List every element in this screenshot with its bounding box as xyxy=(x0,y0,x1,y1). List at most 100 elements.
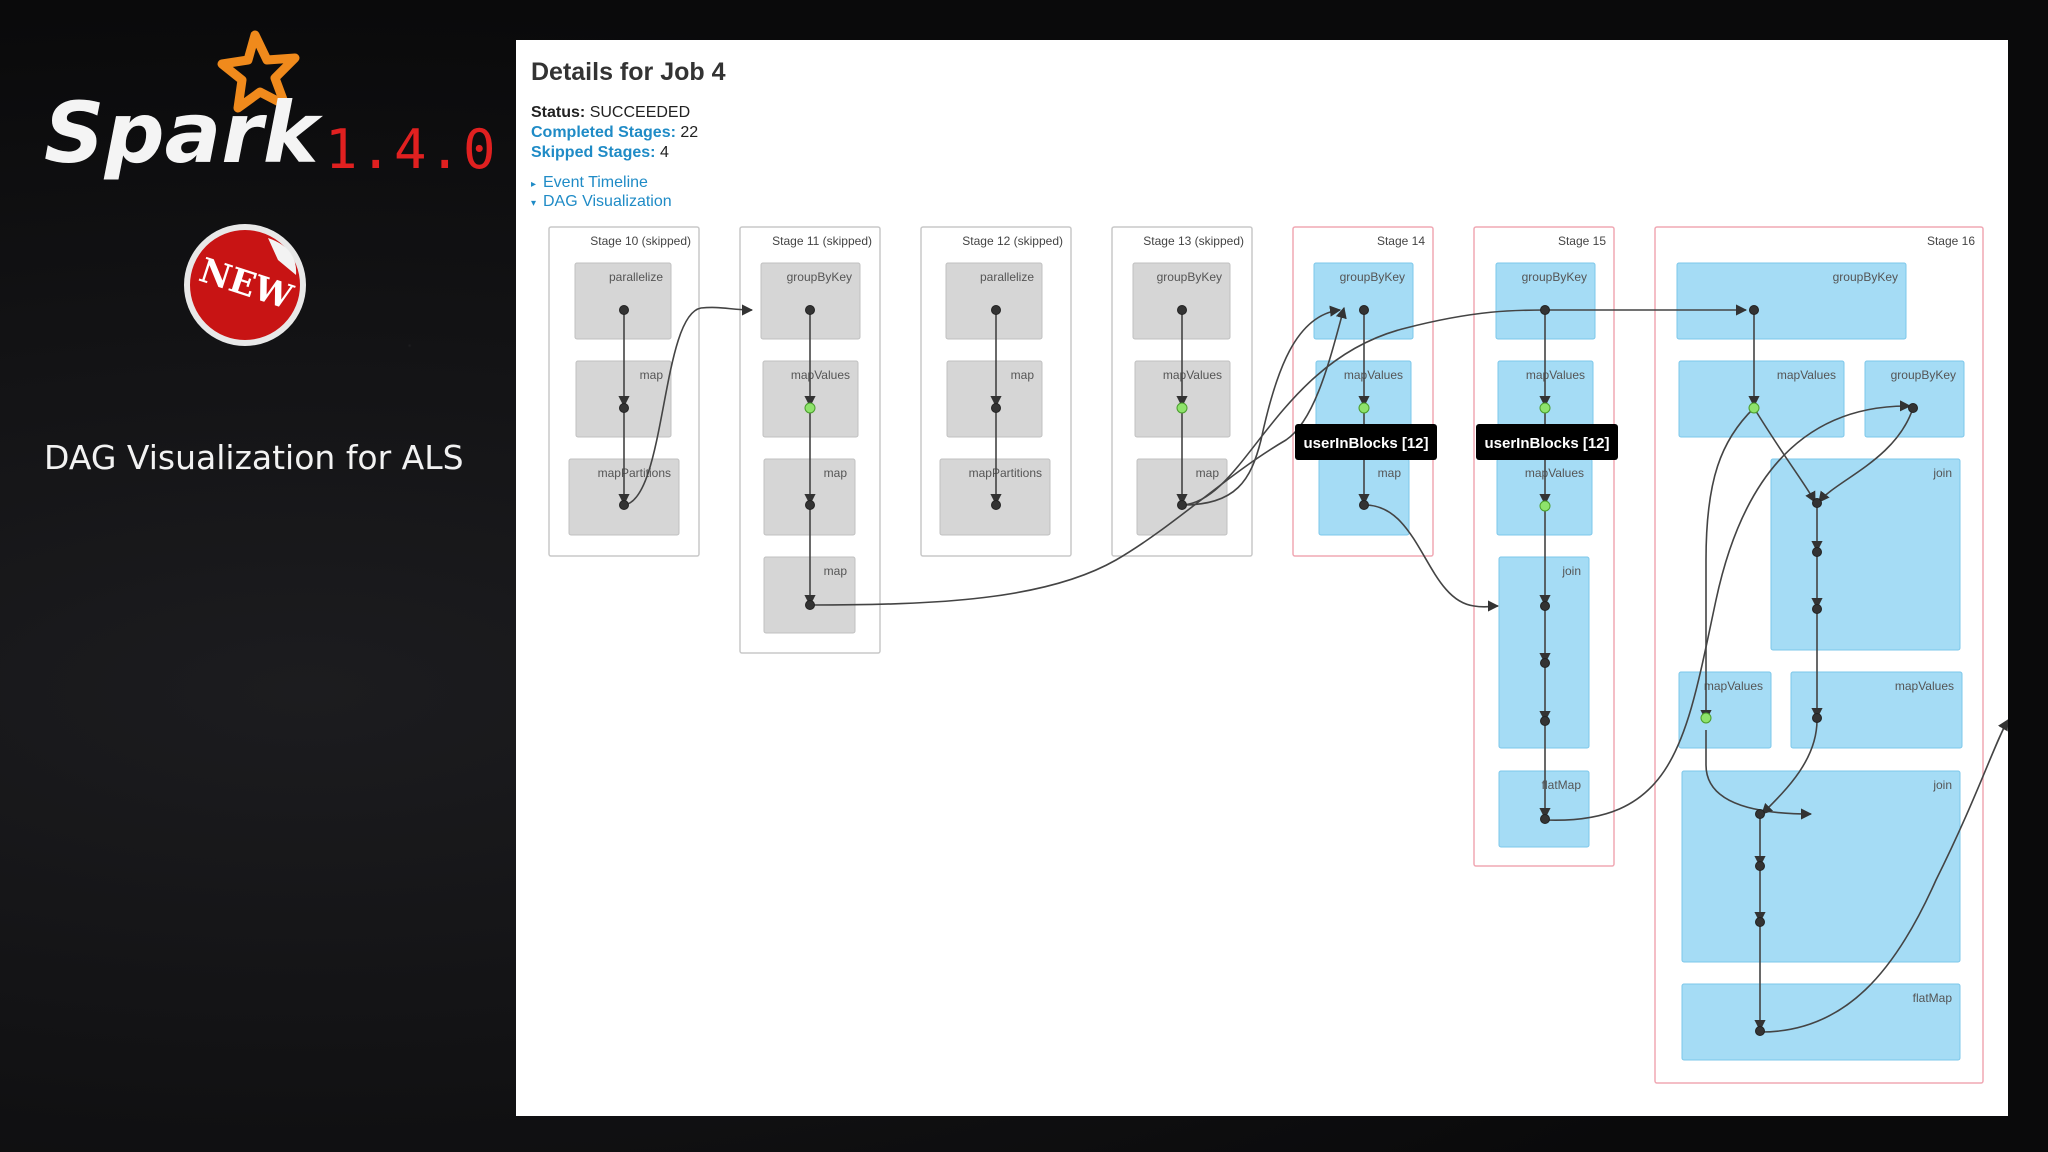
rdd-node[interactable] xyxy=(991,500,1001,510)
rdd-node[interactable] xyxy=(1540,601,1550,611)
dag-edge xyxy=(1753,407,1816,503)
op-label: map xyxy=(824,564,848,578)
stage-label: Stage 11 (skipped) xyxy=(772,234,872,248)
op-label: groupByKey xyxy=(1340,270,1405,284)
cached-rdd-node[interactable] xyxy=(1539,402,1551,414)
rdd-node[interactable] xyxy=(1908,403,1918,413)
rdd-node[interactable] xyxy=(619,403,629,413)
op-label: mapValues xyxy=(1163,368,1222,382)
op-box-mapValues[interactable]: mapValues xyxy=(1790,671,1963,749)
op-box-join[interactable]: join xyxy=(1770,458,1961,651)
skipped-stages-row: Skipped Stages: 4 xyxy=(531,144,669,162)
op-box-map[interactable]: map xyxy=(946,360,1043,438)
op-label: mapValues xyxy=(1704,679,1763,693)
rdd-node[interactable] xyxy=(805,600,815,610)
cached-rdd-node[interactable] xyxy=(804,402,816,414)
page-title: Details for Job 4 xyxy=(531,58,726,86)
op-box-groupByKey[interactable]: groupByKey xyxy=(1495,262,1596,340)
rdd-node[interactable] xyxy=(991,403,1001,413)
cached-rdd-node[interactable] xyxy=(1539,500,1551,512)
rdd-node[interactable] xyxy=(1812,547,1822,557)
rdd-node[interactable] xyxy=(1359,500,1369,510)
rdd-node[interactable] xyxy=(1177,305,1187,315)
op-label: mapValues xyxy=(1526,368,1585,382)
cached-rdd-node[interactable] xyxy=(1700,712,1712,724)
dag-edge xyxy=(1818,407,1914,503)
op-label: groupByKey xyxy=(1833,270,1898,284)
rdd-node[interactable] xyxy=(1755,861,1765,871)
rdd-tooltip-text: userInBlocks [12] xyxy=(1484,435,1609,452)
skipped-stages-value: 4 xyxy=(659,144,669,161)
dag-edge xyxy=(1761,719,1818,815)
op-box-groupByKey[interactable]: groupByKey xyxy=(1132,262,1231,340)
dag-edge xyxy=(1705,730,1813,820)
rdd-node[interactable] xyxy=(619,305,629,315)
op-box-groupByKey[interactable]: groupByKey xyxy=(1313,262,1414,340)
dag-edge xyxy=(1544,400,1912,821)
status-row: Status: SUCCEEDED xyxy=(531,104,690,122)
op-label: groupByKey xyxy=(787,270,852,284)
op-label: parallelize xyxy=(980,270,1034,284)
rdd-node[interactable] xyxy=(1812,604,1822,614)
op-box-parallelize[interactable]: parallelize xyxy=(574,262,672,340)
op-box-groupByKey[interactable]: groupByKey xyxy=(760,262,861,340)
rdd-node[interactable] xyxy=(1755,809,1765,819)
op-label: mapValues xyxy=(1895,679,1954,693)
cached-rdd-node[interactable] xyxy=(1358,402,1370,414)
stage-label: Stage 15 xyxy=(1558,234,1606,248)
op-box-flatMap[interactable]: flatMap xyxy=(1681,983,1961,1061)
triangle-right-icon: ▸ xyxy=(531,179,537,190)
rdd-node[interactable] xyxy=(1755,917,1765,927)
op-label: parallelize xyxy=(609,270,663,284)
spark-logo-text: Spark xyxy=(44,84,324,182)
op-box-mapValues[interactable]: mapValues xyxy=(1678,360,1845,438)
rdd-node[interactable] xyxy=(619,500,629,510)
rdd-node[interactable] xyxy=(1359,305,1369,315)
op-label: mapValues xyxy=(1525,466,1584,480)
event-timeline-toggle[interactable]: ▸ Event Timeline xyxy=(531,174,648,192)
rdd-node[interactable] xyxy=(1177,500,1187,510)
rdd-node[interactable] xyxy=(805,305,815,315)
cached-rdd-node[interactable] xyxy=(1748,402,1760,414)
op-box-groupByKey[interactable]: groupByKey xyxy=(1676,262,1907,340)
cached-rdd-node[interactable] xyxy=(1176,402,1188,414)
op-label: groupByKey xyxy=(1891,368,1956,382)
op-box-parallelize[interactable]: parallelize xyxy=(945,262,1043,340)
completed-stages-link[interactable]: Completed Stages: xyxy=(531,124,676,141)
event-timeline-label: Event Timeline xyxy=(543,174,648,191)
op-box-mapPartitions[interactable]: mapPartitions xyxy=(939,458,1051,536)
rdd-node[interactable] xyxy=(1540,658,1550,668)
dag-stage-stage-15[interactable]: Stage 15 groupByKey mapValues mapValues join… xyxy=(1473,226,1615,867)
rdd-node[interactable] xyxy=(805,500,815,510)
rdd-node[interactable] xyxy=(1812,713,1822,723)
op-label: flatMap xyxy=(1913,991,1953,1005)
op-label: mapValues xyxy=(1344,368,1403,382)
dag-visualization-toggle[interactable]: ▾DAG Visualization xyxy=(531,193,672,211)
op-label: groupByKey xyxy=(1522,270,1587,284)
rdd-node[interactable] xyxy=(1540,716,1550,726)
op-box-groupByKey[interactable]: groupByKey xyxy=(1864,360,1965,438)
op-box-mapValues[interactable]: mapValues xyxy=(1678,671,1772,749)
status-key: Status: xyxy=(531,104,586,121)
rdd-node[interactable] xyxy=(1812,498,1822,508)
version-label: 1.4.0 xyxy=(325,118,498,181)
rdd-node[interactable] xyxy=(991,305,1001,315)
op-label: flatMap xyxy=(1542,778,1582,792)
skipped-stages-link[interactable]: Skipped Stages: xyxy=(531,144,656,161)
rdd-node[interactable] xyxy=(1540,305,1550,315)
op-label: mapPartitions xyxy=(969,466,1042,480)
op-box-join[interactable]: join xyxy=(1681,770,1961,963)
dag-edge xyxy=(1364,504,1500,612)
op-box-flatMap[interactable]: flatMap xyxy=(1498,770,1590,848)
rdd-node[interactable] xyxy=(1755,1026,1765,1036)
stage-label: Stage 10 (skipped) xyxy=(590,234,691,248)
dag-edge xyxy=(1760,719,2008,1033)
rdd-node[interactable] xyxy=(1749,305,1759,315)
op-box-join[interactable]: join xyxy=(1498,556,1590,749)
spark-ui-screenshot: Details for Job 4 Status: SUCCEEDED Comp… xyxy=(516,40,2008,1116)
triangle-down-icon: ▾ xyxy=(531,198,537,209)
dag-edge xyxy=(810,306,1347,606)
rdd-tooltip: userInBlocks [12] xyxy=(1295,424,1437,460)
dag-visualization: Stage 10 (skipped) parallelize map mapParti… xyxy=(548,226,2008,1084)
rdd-node[interactable] xyxy=(1540,814,1550,824)
